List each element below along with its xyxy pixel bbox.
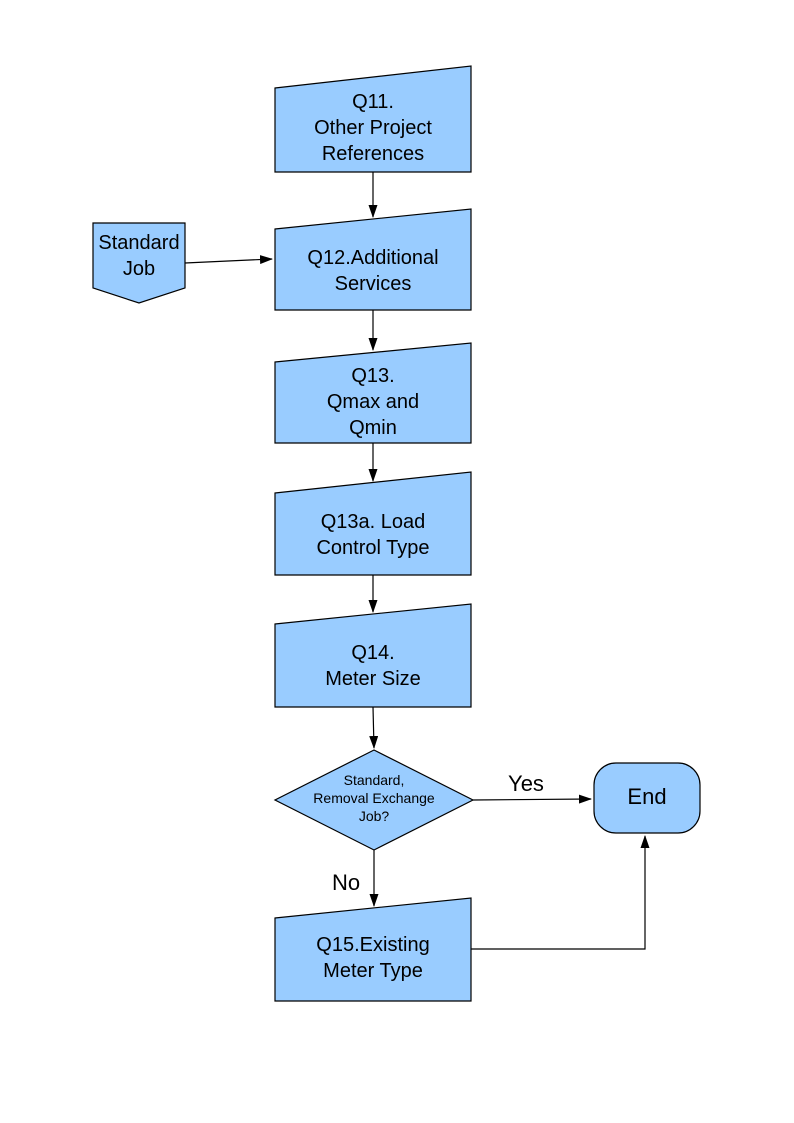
q13-label: Q13. Qmax and Qmin [326, 365, 420, 439]
yes-edge-label: Yes [508, 771, 544, 796]
edge-q14-to-decision [369, 706, 379, 749]
q12-card-shape [274, 208, 472, 311]
decision-diamond-shape [273, 749, 475, 851]
edge-decision-yes-to-end [472, 794, 592, 804]
decision-label: Standard, Removal Exchange Job? [313, 772, 435, 824]
q15-card-shape [274, 897, 472, 1002]
end-label: End [627, 784, 667, 809]
edge-standardjob-to-q12 [184, 255, 273, 265]
edge-q15-to-end [471, 835, 650, 950]
standard-job-label: Standard Job [98, 232, 180, 280]
q15-label: Q15.Existing Meter Type [316, 934, 430, 982]
standard-job-offpage-shape [92, 222, 186, 304]
q13-card-shape [274, 342, 472, 444]
q13a-card-shape [274, 471, 472, 576]
q12-label: Q12.Additional Services [307, 247, 439, 295]
q14-card-shape [274, 603, 472, 708]
no-edge-label: No [331, 870, 361, 895]
q11-label: Q11. Other Project References [314, 91, 432, 165]
q14-label: Q14. Meter Size [325, 642, 421, 690]
q11-card-shape [274, 65, 472, 173]
end-terminator-shape [593, 762, 701, 834]
q13a-label: Q13a. Load Control Type [316, 511, 430, 559]
